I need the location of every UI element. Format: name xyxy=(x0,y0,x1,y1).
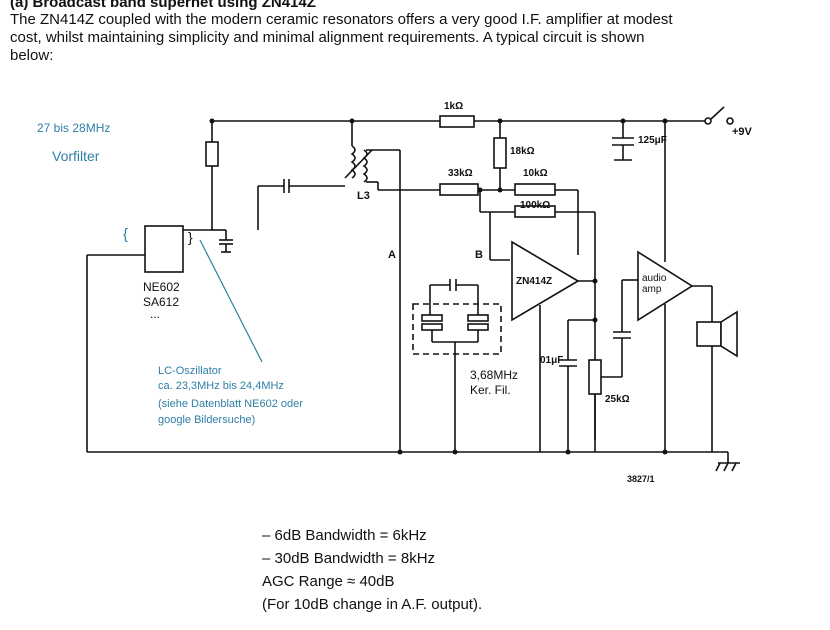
oscillator-pointer xyxy=(199,239,263,363)
intro-line-1: The ZN414Z coupled with the modern ceram… xyxy=(10,11,673,28)
spec-6db: – 6dB Bandwidth = 6kHz xyxy=(262,527,427,544)
intro-line-3: below: xyxy=(10,47,54,64)
resistor-left xyxy=(205,141,219,167)
label-ref: 3827/1 xyxy=(627,474,655,484)
audio-amp xyxy=(637,250,694,322)
label-zn414z: ZN414Z xyxy=(516,276,553,287)
coil-l3 xyxy=(350,145,356,179)
label-01uf: 01μF xyxy=(540,355,564,366)
label-l3: L3 xyxy=(357,190,370,202)
power-switch xyxy=(710,106,725,120)
resistor-18k xyxy=(493,137,507,169)
freq-range-label: 27 bis 28MHz xyxy=(37,121,111,135)
filter-label-2: Ker. Fil. xyxy=(470,383,511,397)
zn414z-amplifier xyxy=(511,240,580,322)
spec-30db: – 30dB Bandwidth = 8kHz xyxy=(262,550,436,567)
ne602-chip xyxy=(144,225,184,273)
speaker xyxy=(696,321,722,347)
label-1k: 1kΩ xyxy=(444,101,464,112)
label-supply: +9V xyxy=(732,126,752,138)
spec-agc: AGC Range ≈ 40dB xyxy=(262,573,395,590)
filter-label-1: 3,68MHz xyxy=(470,368,519,382)
label-amp: amp xyxy=(642,284,662,295)
section-heading: (a) Broadcast band superhet using ZN414Z xyxy=(10,0,316,11)
ceramic-filter-box xyxy=(412,303,502,355)
brace-close: } xyxy=(188,229,193,245)
brace-open: { xyxy=(123,226,129,243)
vorfilter-label: Vorfilter xyxy=(52,148,100,164)
osc-label-3: (siehe Datenblatt NE602 oder xyxy=(158,398,303,410)
label-audio: audio xyxy=(642,273,667,284)
label-125uf: 125μF xyxy=(638,135,667,146)
resistor-33k xyxy=(439,183,479,196)
label-point-b: B xyxy=(475,249,483,261)
intro-line-2: cost, whilst maintaining simplicity and … xyxy=(10,29,645,46)
chip-name-ne602: NE602 xyxy=(143,280,180,294)
label-18k: 18kΩ xyxy=(510,146,535,157)
resistor-1k xyxy=(439,115,475,128)
label-point-a: A xyxy=(388,249,396,261)
label-33k: 33kΩ xyxy=(448,168,473,179)
resistor-10k xyxy=(514,183,556,196)
potentiometer-25k xyxy=(588,359,602,395)
chip-name-sa612: SA612 xyxy=(143,295,180,309)
label-100k: 100kΩ xyxy=(520,200,551,211)
label-25k: 25kΩ xyxy=(605,394,630,405)
chip-name-more: ... xyxy=(150,307,161,321)
osc-label-4: google Bildersuche) xyxy=(158,414,256,426)
label-10k: 10kΩ xyxy=(523,168,548,179)
osc-label-2: ca. 23,3MHz bis 24,4MHz xyxy=(158,380,284,392)
osc-label-1: LC-Oszillator xyxy=(158,365,222,377)
spec-note: (For 10dB change in A.F. output). xyxy=(262,596,483,613)
